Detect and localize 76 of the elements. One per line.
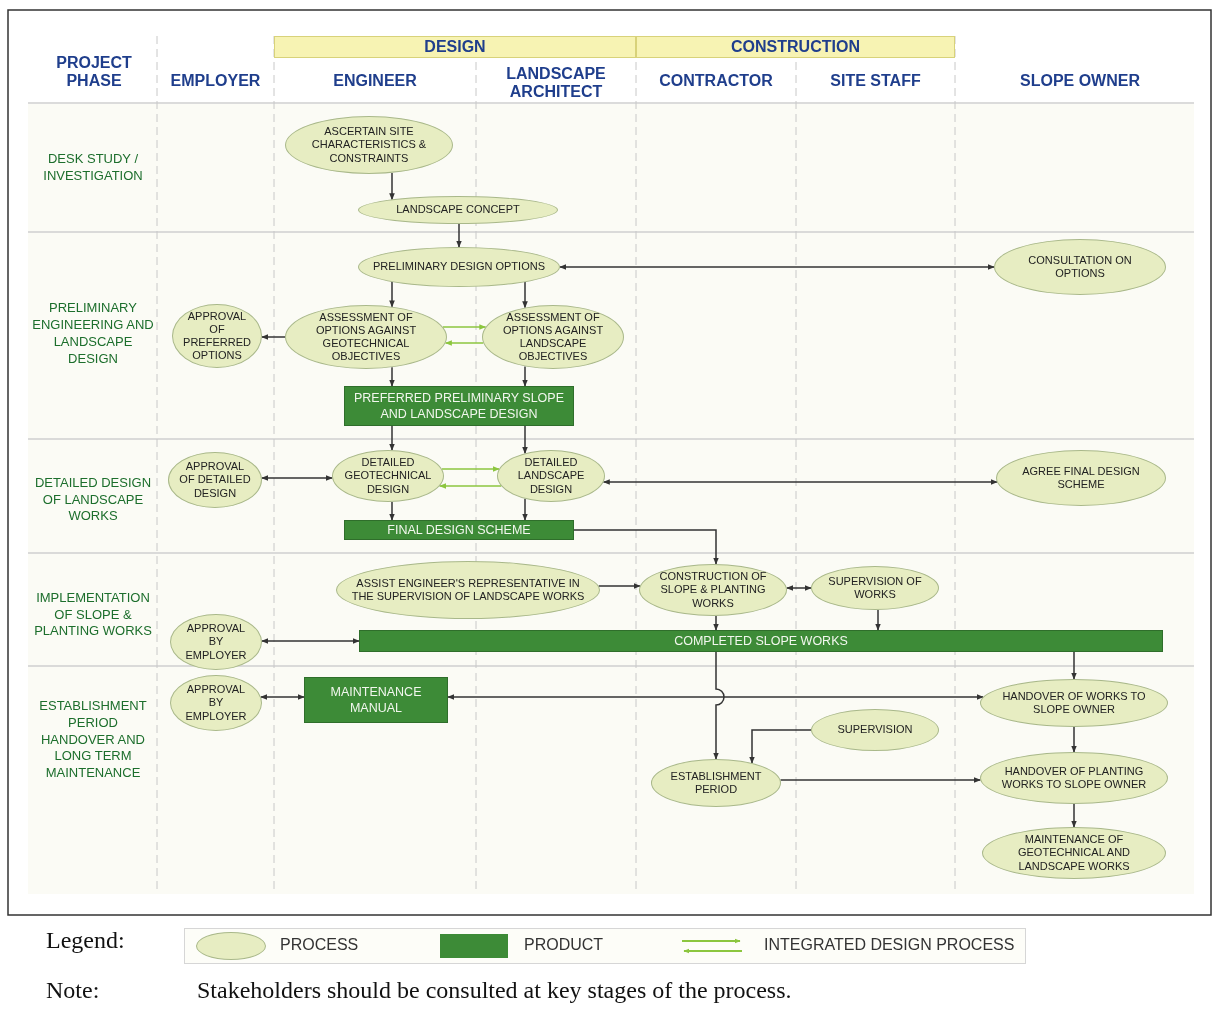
process-label: ASCERTAIN SITE CHARACTERISTICS & CONSTRAINTS xyxy=(310,125,428,165)
process-label: MAINTENANCE OF GEOTECHNICAL AND LANDSCAPE WORKS xyxy=(1016,833,1132,873)
note-text: Stakeholders should be consulted at key stages of the process. xyxy=(197,977,792,1004)
arrow xyxy=(260,694,305,700)
column-heading: SLOPE OWNER xyxy=(1019,70,1141,91)
process-label: HANDOVER OF PLANTING WORKS TO SLOPE OWNER xyxy=(1000,764,1148,792)
arrow xyxy=(389,501,395,521)
legend-label: PROCESS xyxy=(280,936,359,954)
arrow xyxy=(1071,651,1077,680)
arrow xyxy=(786,585,812,591)
column-heading: LANDSCAPE ARCHITECT xyxy=(505,63,607,102)
product-label: COMPLETED SLOPE WORKS xyxy=(674,632,848,650)
phase-heading: DETAILED DESIGN OF LANDSCAPE WORKS xyxy=(33,473,153,526)
arrow xyxy=(1071,726,1077,753)
arrow xyxy=(713,651,725,760)
legend-label: INTEGRATED DESIGN PROCESS xyxy=(764,936,1015,954)
phase-heading: DESK STUDY / INVESTIGATION xyxy=(42,150,144,185)
stage-heading: DESIGN xyxy=(274,36,636,58)
product-box xyxy=(344,520,574,540)
arrow xyxy=(261,638,360,644)
process-label: DETAILED LANDSCAPE DESIGN xyxy=(516,456,586,496)
arrow xyxy=(602,479,998,485)
arrow xyxy=(559,264,995,270)
arrow xyxy=(456,223,462,248)
arrow xyxy=(1071,803,1077,828)
process-label: APPROVAL BY EMPLOYER xyxy=(184,683,248,723)
product-label: MAINTENANCE MANUAL xyxy=(329,683,423,717)
arrow xyxy=(713,615,719,631)
product-label: FINAL DESIGN SCHEME xyxy=(387,521,531,539)
arrow xyxy=(749,729,812,764)
arrow xyxy=(573,529,719,565)
process-label: ASSIST ENGINEER'S REPRESENTATIVE IN THE SUPERVISION OF LANDSCAPE WORKS xyxy=(350,576,586,604)
phase-heading: IMPLEMENTATION OF SLOPE & PLANTING WORKS xyxy=(33,588,153,641)
stage-heading: CONSTRUCTION xyxy=(636,36,955,58)
product-box xyxy=(304,677,448,723)
process-label: LANDSCAPE CONCEPT xyxy=(395,203,521,217)
process-label: CONSTRUCTION OF SLOPE & PLANTING WORKS xyxy=(658,570,768,610)
process-label: ASSESSMENT OF OPTIONS AGAINST LANDSCAPE OBJECTIVES xyxy=(501,310,605,364)
process-label: APPROVAL OF DETAILED DESIGN xyxy=(178,460,252,500)
column-heading: ENGINEER xyxy=(332,70,418,91)
process-label: PRELIMINARY DESIGN OPTIONS xyxy=(372,260,546,274)
arrow xyxy=(389,425,395,451)
process-label: SUPERVISION OF WORKS xyxy=(827,574,923,602)
arrow xyxy=(389,172,395,201)
arrow xyxy=(875,609,881,631)
process-label: SUPERVISION xyxy=(836,723,914,737)
phase-heading: ESTABLISHMENT PERIOD HANDOVER AND LONG TERM MAINTENANCE xyxy=(38,696,148,783)
product-label: PREFERRED PRELIMINARY SLOPE AND LANDSCAPE DESIGN xyxy=(353,389,565,423)
legend-heading: Legend: xyxy=(46,927,125,954)
arrow xyxy=(261,475,333,481)
process-label: DETAILED GEOTECHNICAL DESIGN xyxy=(343,456,433,496)
arrow xyxy=(522,498,528,521)
product-box xyxy=(359,630,1163,652)
arrow xyxy=(522,365,528,387)
arrow xyxy=(779,777,982,783)
column-heading: PROJECT PHASE xyxy=(55,52,133,91)
process-label: AGREE FINAL DESIGN SCHEME xyxy=(1021,464,1141,492)
column-heading: EMPLOYER xyxy=(169,70,262,91)
phase-heading: PRELIMINARY ENGINEERING AND LANDSCAPE DESIGN xyxy=(31,299,155,368)
column-heading: CONTRACTOR xyxy=(658,70,774,91)
process-label: APPROVAL OF PREFERRED OPTIONS xyxy=(182,309,252,363)
arrow xyxy=(447,694,984,700)
process-label: ESTABLISHMENT PERIOD xyxy=(669,769,763,797)
arrow xyxy=(261,334,286,340)
arrow xyxy=(442,324,487,330)
process-label: ASSESSMENT OF OPTIONS AGAINST GEOTECHNICAL OBJECTIVES xyxy=(314,310,418,364)
arrow xyxy=(522,281,528,309)
product-box xyxy=(344,386,574,426)
process-label: CONSULTATION ON OPTIONS xyxy=(1027,253,1133,281)
process-label: APPROVAL BY EMPLOYER xyxy=(184,622,248,662)
legend-label: PRODUCT xyxy=(524,936,604,954)
process-label: HANDOVER OF WORKS TO SLOPE OWNER xyxy=(1001,689,1147,717)
note-heading: Note: xyxy=(46,977,100,1004)
arrow xyxy=(441,466,500,472)
arrow xyxy=(522,425,528,454)
column-heading: SITE STAFF xyxy=(829,70,922,91)
